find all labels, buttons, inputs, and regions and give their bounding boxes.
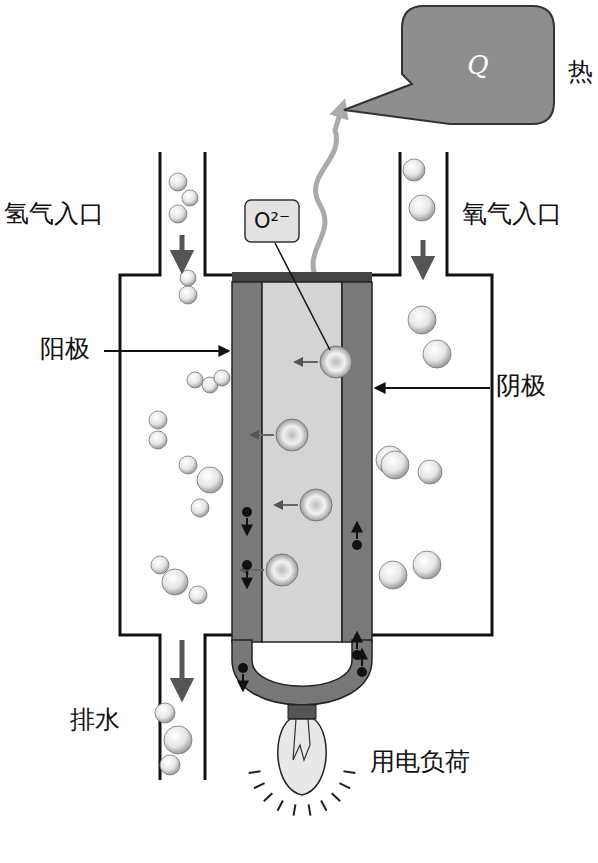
hydrogen-molecule (169, 173, 187, 191)
oxygen-molecule (409, 195, 435, 221)
hydrogen-molecule (189, 586, 207, 604)
ion-arrow (254, 434, 274, 436)
oxygen-molecule (408, 306, 436, 334)
cathode-layer (342, 282, 372, 642)
hydrogen-molecule (197, 467, 223, 493)
part-label: 阳极 (40, 335, 90, 363)
hydrogen-molecule (214, 370, 230, 386)
light-ray (249, 771, 261, 773)
light-ray (294, 804, 296, 815)
light-ray (343, 771, 355, 773)
electron (352, 650, 362, 660)
housing (120, 152, 492, 780)
ion-arrow (298, 361, 318, 363)
flow-arrow (180, 235, 185, 262)
oxygen-molecule (413, 551, 441, 579)
part-label: 氢气入口 (4, 200, 104, 228)
oxygen-molecule (403, 159, 425, 181)
part-label: 阴极 (496, 372, 546, 400)
oxygen-molecule (381, 451, 409, 479)
light-ray (332, 793, 340, 801)
hydrogen-molecule (179, 456, 197, 474)
flow-arrow (180, 640, 185, 690)
hydrogen-molecule (155, 703, 175, 723)
leader-line (104, 350, 228, 352)
hydrogen-molecule (151, 556, 169, 574)
node-text: O²⁻ (254, 209, 290, 233)
electron (357, 667, 367, 677)
light-ray (321, 801, 326, 811)
bulb (278, 705, 326, 795)
hydrogen-molecule (164, 726, 192, 754)
hydrogen-molecule (149, 431, 167, 449)
ion-arrow (278, 504, 298, 506)
hydrogen-molecule (191, 499, 209, 517)
light-ray (277, 801, 282, 811)
light-ray (254, 783, 265, 788)
cell-cap (232, 272, 372, 282)
part-label: 排水 (70, 706, 120, 734)
electron-arrow (356, 523, 358, 539)
electron (242, 507, 252, 517)
hydrogen-molecule (180, 270, 196, 286)
light-ray (264, 793, 272, 801)
electron-arrow (361, 650, 363, 666)
part-label: 用电负荷 (370, 748, 470, 776)
part-label: 热 (568, 58, 593, 86)
electron-arrow (246, 571, 248, 587)
anode-layer (232, 282, 262, 642)
electron (242, 560, 252, 570)
hydrogen-molecule (182, 190, 198, 206)
oxide-ion (320, 346, 352, 378)
leader-line (275, 243, 330, 350)
node-text: Q (467, 50, 488, 80)
hydrogen-molecule (179, 286, 197, 304)
hydrogen-molecule (149, 411, 167, 429)
oxide-ion (300, 489, 332, 521)
ion-callout: O²⁻ (244, 199, 300, 243)
electron (352, 540, 362, 550)
oxygen-molecule (379, 561, 407, 589)
part-label: 氧气入口 (462, 200, 562, 228)
hydrogen-molecule (169, 205, 187, 223)
oxide-ion (276, 419, 308, 451)
hydrogen-molecule (187, 372, 203, 388)
leader-line (376, 387, 490, 389)
heat-bubble: Q (402, 6, 554, 124)
oxygen-molecule (418, 460, 442, 484)
hydrogen-molecule (162, 569, 188, 595)
oxygen-molecule (423, 340, 451, 368)
hydrogen-molecule (160, 755, 180, 775)
electron (238, 663, 248, 673)
electron-arrow (246, 518, 248, 534)
light-ray (339, 783, 350, 788)
oxide-ion (266, 554, 298, 586)
heat-arrow (313, 108, 342, 282)
electron-arrow (356, 633, 358, 649)
circuit-wire (232, 640, 372, 705)
electrolyte (262, 282, 342, 642)
electron-arrow (242, 674, 244, 690)
flow-arrow (421, 240, 426, 268)
light-ray (309, 804, 311, 815)
